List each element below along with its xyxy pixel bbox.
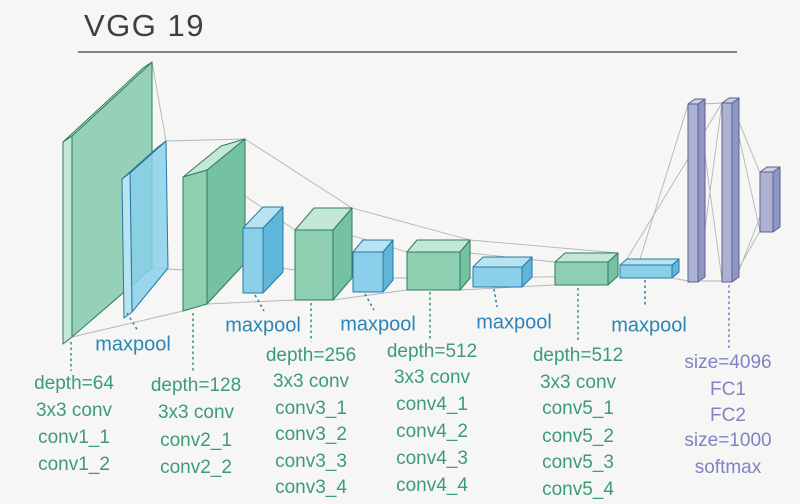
conv4-4-label: conv4_4 [396,475,468,496]
conv5-block [554,252,619,286]
softmax-side [772,166,781,233]
connector-lines [71,61,778,338]
maxpool-labels: maxpool maxpool maxpool maxpool maxpool [95,311,687,355]
conv3-block [294,207,353,301]
conv3-depth-label: depth=256 [266,345,356,366]
connector-line [469,239,619,254]
conv5-top [554,252,619,263]
fc1-side [697,98,706,283]
maxpool5-top [619,258,680,266]
maxpool4-block [472,256,533,288]
maxpool1-leader-line [126,312,139,332]
conv5-face [554,261,609,286]
conv4-block [406,239,471,291]
fc1-face [687,103,699,283]
softmax-face [759,171,774,233]
leader-lines [70,280,730,371]
conv2-2-label: conv2_2 [160,457,232,478]
maxpool1-left-edge [121,172,133,319]
connector-line [332,289,408,301]
conv4-2-label: conv4_2 [396,421,468,442]
conv3-3-label: conv3_3 [275,451,347,472]
fc2-block [721,97,740,283]
conv4-label-column: depth=512 3x3 conv conv4_1 conv4_2 conv4… [387,341,477,496]
maxpool4-top [472,256,533,268]
conv4-3-label: conv4_3 [396,448,468,469]
conv5-3-label: conv5_3 [542,452,614,473]
fc-label-column: size=4096 FC1 FC2 size=1000 softmax [684,352,771,478]
maxpool5-block [619,258,680,279]
conv2-label-column: depth=128 3x3 conv conv2_1 conv2_2 [151,375,241,478]
fc1-label: FC1 [710,379,746,400]
conv2-depth-label: depth=128 [151,375,241,396]
connector-line [626,102,723,260]
conv5-kernel-label: 3x3 conv [540,372,617,393]
maxpool2-face [242,227,264,294]
softmax-label: softmax [695,457,762,478]
connector-line [244,138,353,209]
conv3-1-label: conv3_1 [275,398,347,419]
conv2-1-label: conv2_1 [160,430,232,451]
maxpool2-label: maxpool [225,314,301,336]
conv4-1-label: conv4_1 [396,394,468,415]
conv5-depth-label: depth=512 [533,345,623,366]
output-size-label: size=1000 [684,430,771,451]
conv5-1-label: conv5_1 [542,398,614,419]
fc1-block [687,98,706,283]
connector-line [351,207,471,241]
maxpool4-leader-line [493,288,498,308]
conv2-kernel-label: 3x3 conv [158,402,235,423]
maxpool5-face [619,264,673,279]
maxpool3-leader-line [364,293,375,311]
conv3-2-label: conv3_2 [275,424,347,445]
connector-line [151,61,167,142]
conv3-4-label: conv3_4 [275,477,347,498]
conv4-depth-label: depth=512 [387,341,477,362]
maxpool2-leader-line [254,294,265,312]
connector-line [206,299,296,305]
connector-line [671,277,689,282]
maxpool4-face [472,266,523,288]
connector-line [165,138,246,142]
maxpool3-block [352,239,394,293]
conv2-face [182,169,208,312]
maxpool3-face [352,251,384,293]
conv4-top [406,239,471,253]
conv5-4-label: conv5_4 [542,479,614,500]
conv1-2-label: conv1_2 [38,454,110,475]
conv3-face [294,229,334,301]
conv3-label-column: depth=256 3x3 conv conv3_1 conv3_2 conv3… [266,345,356,498]
maxpool2-block [242,206,284,294]
conv1-left-edge [62,135,73,345]
connector-line [71,310,184,338]
maxpool1-label: maxpool [95,333,171,355]
conv5-2-label: conv5_2 [542,426,614,447]
softmax-output-block [759,166,781,233]
maxpool3-label: maxpool [340,313,416,335]
conv1-1-label: conv1_1 [38,427,110,448]
conv1-label-column: depth=64 3x3 conv conv1_1 conv1_2 [34,373,114,475]
conv4-face [406,251,461,291]
conv5-label-column: depth=512 3x3 conv conv5_1 conv5_2 conv5… [533,345,623,500]
conv3-kernel-label: 3x3 conv [273,371,350,392]
fc-size-label: size=4096 [684,352,771,373]
maxpool5-label: maxpool [611,314,687,336]
fc2-face [721,102,733,283]
conv4-kernel-label: 3x3 conv [394,367,471,388]
conv1-depth-label: depth=64 [34,373,114,394]
maxpool1-block [121,140,169,319]
conv2-block [182,138,246,312]
connector-line [639,104,689,260]
fc2-side [731,97,740,283]
page-title: VGG 19 [84,8,205,43]
fc2-label: FC2 [710,405,746,426]
conv1-kernel-label: 3x3 conv [36,400,113,421]
maxpool4-label: maxpool [476,311,552,333]
